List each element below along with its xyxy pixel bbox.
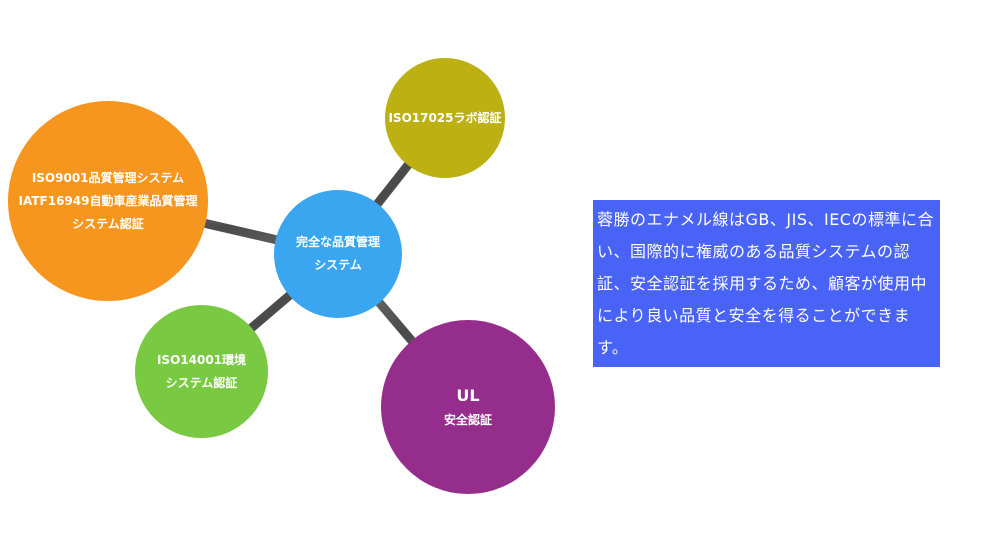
center-line2: システム: [314, 258, 362, 272]
iso14001-node: ISO14001環境 システム認証: [135, 305, 268, 438]
iso17025-node: ISO17025ラボ認証: [385, 58, 505, 178]
iso14001-line1: ISO14001環境: [156, 352, 247, 367]
iso9001-line1: ISO9001品質管理システム: [31, 170, 185, 185]
iso14001-line2: システム認証: [165, 375, 238, 390]
iso9001-line2: IATF16949自動車産業品質管理: [18, 193, 198, 208]
ul-title: UL: [456, 385, 480, 405]
center-line1: 完全な品質管理: [295, 235, 380, 249]
iso9001-node: ISO9001品質管理システム IATF16949自動車産業品質管理 システム認…: [8, 101, 208, 301]
iso9001-line3: システム認証: [72, 216, 144, 231]
description-box: 蓉勝のエナメル線はGB、JIS、IECの標準に合い、国際的に権威のある品質システ…: [593, 200, 940, 367]
ul-node: UL 安全認証: [381, 320, 555, 494]
iso17025-label: ISO17025ラボ認証: [388, 110, 502, 125]
ul-subtitle: 安全認証: [443, 412, 492, 427]
center-node: 完全な品質管理 システム: [274, 190, 402, 318]
